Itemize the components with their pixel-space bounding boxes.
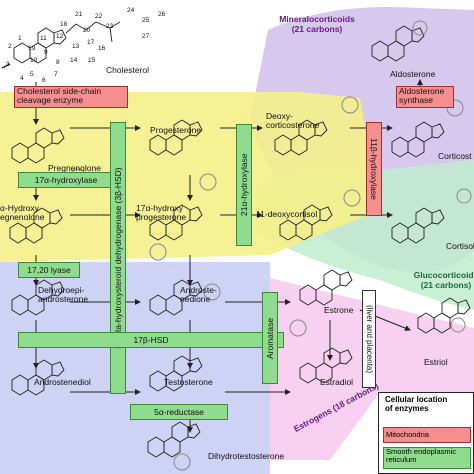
label-estriol: Estriol [424, 357, 448, 367]
carbon-number-16: 16 [98, 45, 106, 52]
enzyme-17-20-lyase: 17,20 lyase [18, 262, 80, 278]
label-deoxycorticosterone: Deoxy- corticosterone [266, 111, 320, 130]
carbon-number-4: 4 [20, 75, 24, 82]
carbon-number-24: 24 [127, 7, 135, 14]
liver-placenta-note: (liver and placenta) [362, 290, 376, 388]
label-androstenediol: Androstenediol [34, 377, 91, 387]
carbon-number-3: 3 [6, 61, 10, 68]
label-17-hydroxy-pregnenolone: α-Hydroxy egnenolone [0, 203, 45, 222]
highlight-circles [69, 20, 472, 471]
label-testosterone: Testosterone [164, 377, 213, 387]
label-corticosterone: Corticost [438, 151, 472, 161]
label-cortisol: Cortisol [446, 241, 474, 251]
carbon-number-19: 19 [28, 45, 36, 52]
carbon-number-22: 22 [95, 13, 103, 20]
label-androstenedione: Androste- nedione [180, 285, 217, 304]
label-estrone: Estrone [324, 305, 354, 315]
carbon-number-26: 26 [158, 11, 166, 18]
enzyme-17a-hydroxylase: 17α-hydroxylase [18, 172, 114, 188]
carbon-number-18: 18 [60, 21, 68, 28]
carbon-number-8: 8 [56, 59, 60, 66]
label-17-hydroxy-progesterone: 17α-hydroxy progesterone [136, 203, 187, 222]
carbon-number-23: 23 [106, 23, 114, 30]
enzyme-21a-hydroxylase: 21α-hydroxylase [236, 124, 252, 246]
carbon-number-2: 2 [8, 43, 12, 50]
mineralocorticoids-title: Mineralocorticoids (21 carbons) [279, 14, 355, 34]
label-dihydrotestosterone: Dihydrotestosterone [208, 451, 285, 461]
label-cholesterol: Cholesterol [106, 65, 149, 75]
label-11-deoxycortisol: 11-deoxycortisol [256, 209, 318, 219]
carbon-number-21: 21 [75, 11, 83, 18]
carbon-number-25: 25 [142, 17, 150, 24]
legend: Cellular location of enzymes Mitochondri… [378, 392, 474, 474]
enzyme-5a-reductase: 5α-reductase [130, 404, 228, 420]
carbon-number-12: 12 [56, 33, 64, 40]
legend-smooth-er: Smooth endoplasmic reticulum [383, 447, 471, 469]
blue-zone [0, 262, 270, 474]
carbon-number-13: 13 [72, 43, 80, 50]
cholesterol-structure [1, 21, 121, 69]
carbon-number-17: 17 [87, 39, 95, 46]
carbon-number-7: 7 [54, 71, 58, 78]
carbon-number-10: 10 [30, 57, 38, 64]
carbon-number-6: 6 [42, 77, 46, 84]
enzyme-3b-hsd: 3-beta-hydroxysteroid dehydrogenase (3β-… [110, 122, 126, 394]
label-progesterone: Progesterone [150, 125, 202, 135]
legend-title: Cellular location of enzymes [385, 395, 448, 413]
enzyme-11b-hydroxylase: 11β-hydroxylase [366, 122, 382, 216]
carbon-number-1: 1 [18, 35, 22, 42]
carbon-number-14: 14 [70, 57, 78, 64]
carbon-number-15: 15 [88, 57, 96, 64]
carbon-number-20: 20 [83, 27, 91, 34]
label-estradiol: Estradiol [320, 377, 354, 387]
carbon-number-9: 9 [44, 49, 48, 56]
label-pregnenolone: Pregnenolone [48, 163, 101, 173]
enzyme-17b-hsd: 17β-HSD [18, 332, 284, 348]
carbon-number-11: 11 [40, 35, 47, 42]
carbon-number-5: 5 [30, 71, 34, 78]
enzyme-aromatase: Aromatase [262, 292, 278, 384]
glucocorticoids-title: Glucocorticoids (21 carbons) [413, 270, 474, 290]
enzyme-aldosterone-synthase: Aldosterone synthase [396, 86, 454, 108]
label-aldosterone: Aldosterone [390, 69, 436, 79]
legend-mitochondria: Mitochondria [383, 427, 471, 443]
enzyme-side-chain-cleavage: Cholesterol side-chain cleavage enzyme [14, 86, 128, 108]
label-dhea: Dehydroepi- androsterone [38, 285, 89, 304]
carbon-number-27: 27 [142, 33, 150, 40]
